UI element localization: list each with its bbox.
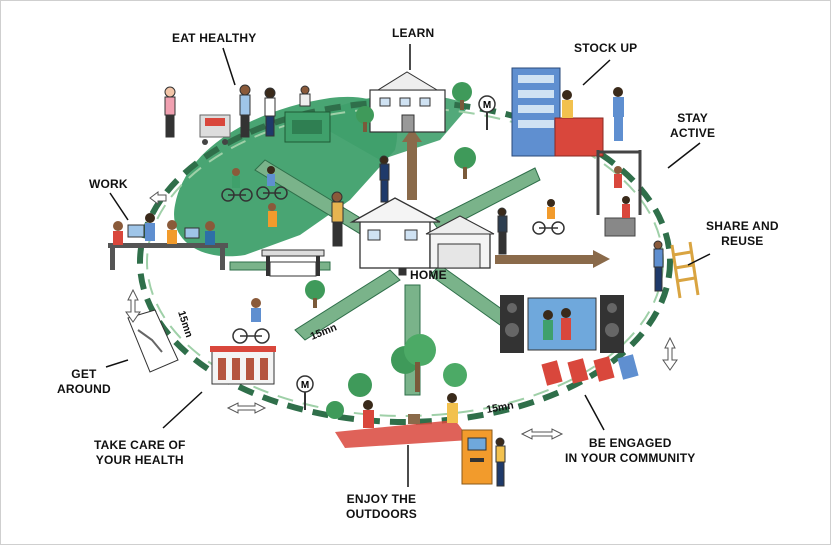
activity-label-work: WORK xyxy=(89,177,128,191)
bicycle-icon xyxy=(221,186,565,344)
svg-text:M: M xyxy=(483,100,491,111)
bus-shelter-icon xyxy=(261,249,325,277)
house-icon xyxy=(349,197,495,269)
ladder-icon xyxy=(670,241,700,299)
activity-label-share-and-reuse: SHARE AND REUSE xyxy=(706,219,779,248)
athletes xyxy=(614,166,630,218)
metro-sign-icon: M xyxy=(478,95,496,130)
activity-label-stay-active: STAY ACTIVE xyxy=(670,111,716,140)
gym-bars-icon xyxy=(596,150,642,237)
audience-chairs xyxy=(541,354,639,386)
atm-icon xyxy=(461,429,493,485)
activity-label-be-engaged: BE ENGAGED IN YOUR COMMUNITY xyxy=(565,436,696,465)
home-label: HOME xyxy=(410,268,447,282)
workspace-icon xyxy=(108,213,228,270)
direction-arrows xyxy=(402,128,610,268)
transit-map-icon xyxy=(127,309,179,373)
clinic-icon xyxy=(210,346,276,385)
distance-label-south: 15mn xyxy=(485,399,514,416)
activity-label-get-around: GET AROUND xyxy=(57,367,111,396)
activity-label-take-care-of-your-health: TAKE CARE OF YOUR HEALTH xyxy=(94,438,186,467)
picnic-icon xyxy=(335,393,470,448)
metro-sign-icon-south: M xyxy=(296,375,314,410)
market-stall-icon xyxy=(199,111,331,145)
shop-icon xyxy=(511,67,624,157)
label-leader-lines xyxy=(105,44,711,487)
activity-label-enjoy-the-outdoors: ENJOY THE OUTDOORS xyxy=(346,492,417,521)
activity-label-eat-healthy: EAT HEALTHY xyxy=(172,31,257,45)
tree-icon xyxy=(305,82,476,419)
cyclists xyxy=(232,166,555,322)
double-arrow-icon xyxy=(125,191,678,440)
school-icon xyxy=(369,71,446,133)
svg-text:M: M xyxy=(301,380,309,391)
cinema-screen-icon xyxy=(500,295,624,353)
activity-label-stock-up: STOCK UP xyxy=(574,41,638,55)
activity-label-learn: LEARN xyxy=(392,26,435,40)
